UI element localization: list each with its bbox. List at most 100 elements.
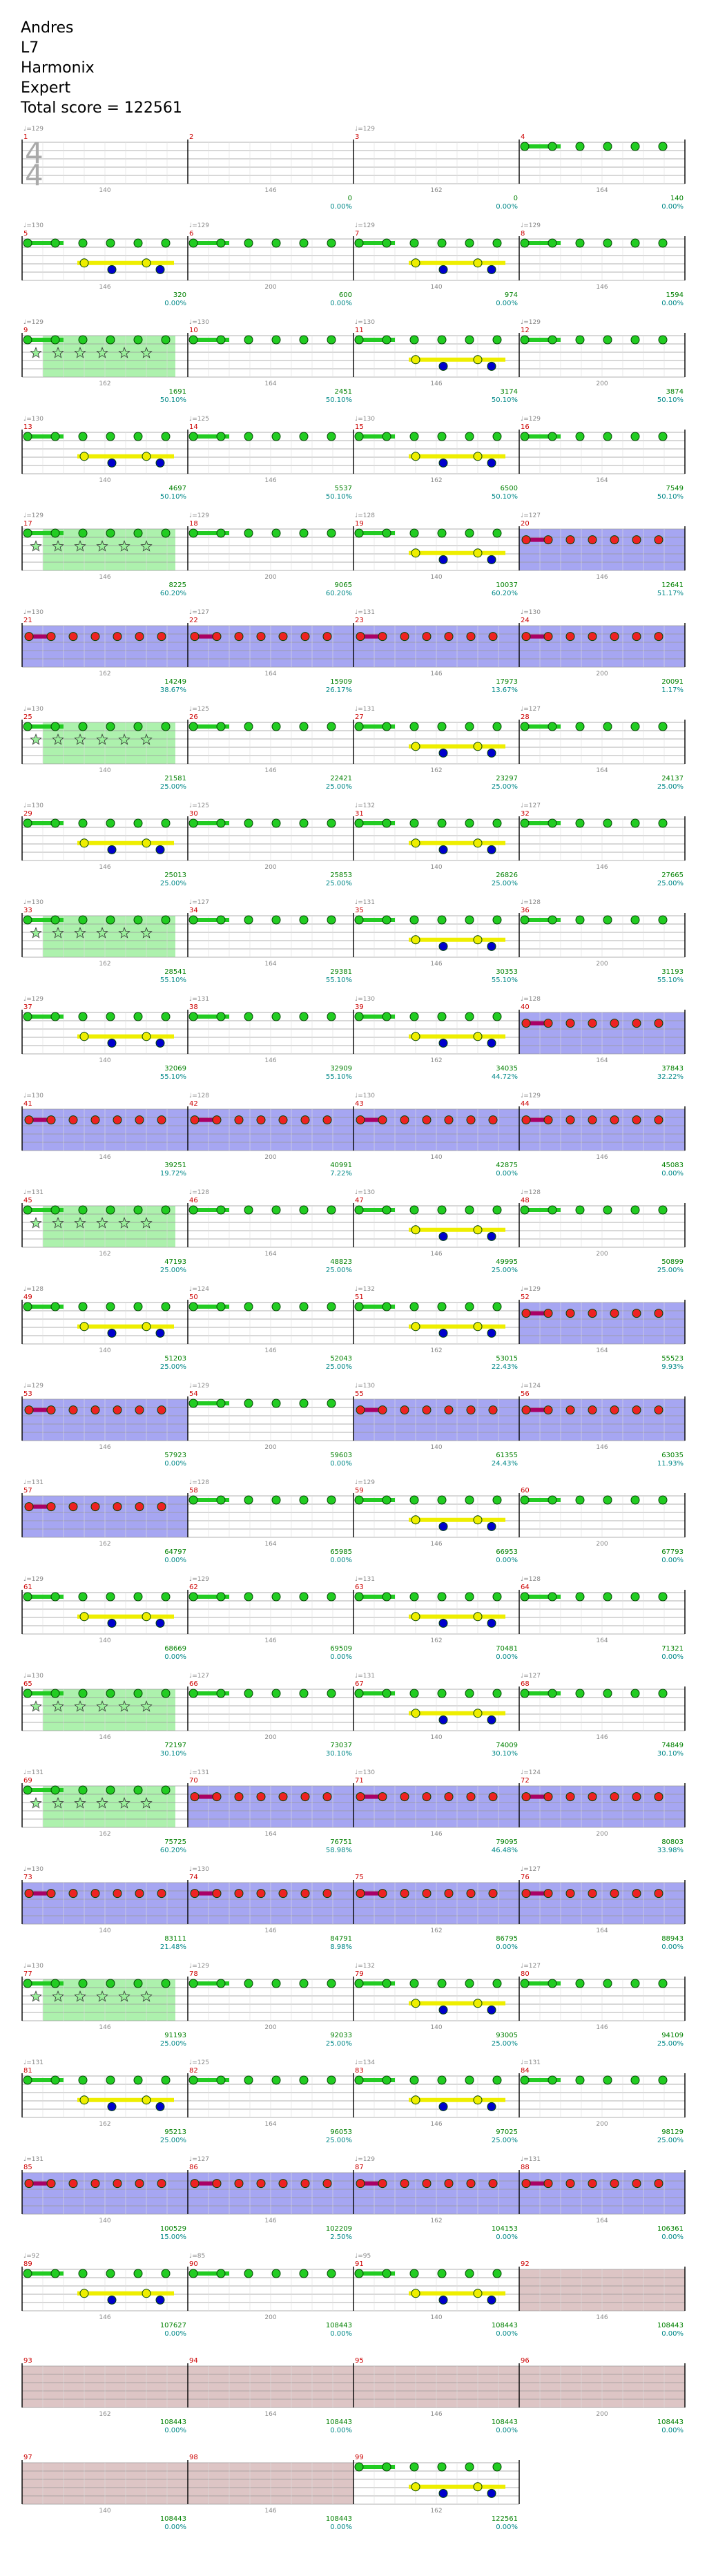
green-note xyxy=(133,335,143,345)
red-note xyxy=(157,1115,166,1125)
green-note xyxy=(658,1205,668,1215)
measure-score: 9065 xyxy=(335,581,352,589)
overdrive-star xyxy=(30,540,42,552)
measure-score: 65985 xyxy=(330,1548,352,1556)
red-note xyxy=(588,1405,597,1415)
green-note xyxy=(23,432,32,441)
green-note xyxy=(133,2075,143,2085)
subdivision-label: 164 xyxy=(596,1637,608,1644)
red-note xyxy=(543,1405,553,1415)
green-note xyxy=(106,238,115,248)
subdivision-label: 200 xyxy=(264,2024,276,2031)
tempo-marker: ♩=129 xyxy=(355,1479,375,1486)
green-note xyxy=(409,1012,419,1021)
overdrive-percent: 0.00% xyxy=(496,1943,518,1951)
measure-score: 91193 xyxy=(164,2032,186,2039)
red-note xyxy=(565,535,575,545)
tempo-marker: ♩=127 xyxy=(521,1673,541,1680)
measure-score: 600 xyxy=(339,291,352,299)
subdivision-label: 200 xyxy=(596,671,608,677)
yellow-note xyxy=(411,548,420,558)
subdivision-label: 146 xyxy=(264,767,276,774)
measure-score: 106361 xyxy=(657,2225,684,2233)
green-note xyxy=(548,335,557,345)
green-note xyxy=(409,1302,419,1311)
measure-number: 94 xyxy=(189,2357,198,2365)
tempo-marker: ♩=131 xyxy=(23,2059,43,2066)
measure-number: 7 xyxy=(355,230,359,238)
measure-score: 93005 xyxy=(496,2032,518,2039)
measure-score: 122561 xyxy=(492,2515,518,2523)
measure-score: 94109 xyxy=(661,2032,684,2039)
green-note xyxy=(658,722,668,731)
green-note xyxy=(354,915,364,925)
red-note xyxy=(444,632,454,642)
green-note xyxy=(299,1302,309,1311)
green-note xyxy=(354,1495,364,1505)
blue-note xyxy=(155,2295,165,2305)
player-name: Andres xyxy=(21,19,74,37)
subdivision-label: 162 xyxy=(430,1928,442,1934)
overdrive-star xyxy=(118,1990,130,2002)
tempo-marker: ♩=127 xyxy=(521,512,541,519)
red-note xyxy=(190,1115,200,1125)
green-note xyxy=(106,335,115,345)
measure-score: 52043 xyxy=(330,1355,352,1363)
red-note xyxy=(521,1405,531,1415)
measure-score: 50899 xyxy=(661,1258,684,1266)
green-note xyxy=(630,2075,640,2085)
measure-number: 23 xyxy=(355,617,364,624)
green-note xyxy=(575,335,585,345)
green-note xyxy=(161,915,171,925)
green-note xyxy=(299,432,309,441)
measure-score: 83111 xyxy=(164,1935,186,1943)
red-note xyxy=(356,1405,365,1415)
green-note xyxy=(23,2075,32,2085)
overdrive-star xyxy=(30,1990,42,2002)
red-note xyxy=(113,2179,122,2189)
subdivision-label: 146 xyxy=(99,1734,110,1741)
green-note xyxy=(382,335,391,345)
measure-number: 76 xyxy=(521,1874,530,1881)
red-note xyxy=(234,2179,244,2189)
red-note xyxy=(521,1792,531,1802)
green-note xyxy=(465,1979,474,1988)
green-note xyxy=(520,2075,530,2085)
green-note xyxy=(603,818,612,828)
green-note xyxy=(50,2075,60,2085)
yellow-note xyxy=(473,1225,483,1235)
blue-note xyxy=(487,1618,496,1628)
overdrive-percent: 55.10% xyxy=(326,977,352,984)
measure-number: 88 xyxy=(521,2164,530,2171)
red-note xyxy=(234,1889,244,1899)
measure-score: 1594 xyxy=(666,291,684,299)
measure-number: 66 xyxy=(189,1680,198,1688)
measure-score: 26826 xyxy=(496,872,518,879)
measure-number: 55 xyxy=(355,1390,364,1398)
subdivision-label: 146 xyxy=(99,2024,110,2031)
green-note xyxy=(520,1495,530,1505)
measure-score: 22421 xyxy=(330,775,352,782)
measure-number: 48 xyxy=(521,1197,530,1204)
green-note xyxy=(382,1205,391,1215)
green-note xyxy=(437,1979,447,1988)
overdrive-percent: 25.00% xyxy=(657,783,684,791)
green-note xyxy=(575,818,585,828)
green-note xyxy=(216,1495,226,1505)
subdivision-label: 146 xyxy=(264,2218,276,2224)
red-note xyxy=(632,1309,641,1318)
red-note xyxy=(190,1792,200,1802)
measure-score: 5537 xyxy=(335,485,352,492)
green-note xyxy=(437,722,447,731)
green-note xyxy=(658,1979,668,1988)
measure-score: 97025 xyxy=(496,2128,518,2136)
subdivision-label: 162 xyxy=(99,1251,110,1258)
green-note xyxy=(492,915,502,925)
measure-number: 47 xyxy=(355,1197,364,1204)
tempo-marker: ♩=130 xyxy=(23,222,43,229)
green-note xyxy=(50,1302,60,1311)
tempo-marker: ♩=128 xyxy=(355,512,375,519)
subdivision-label: 200 xyxy=(596,1831,608,1838)
red-note xyxy=(190,632,200,642)
green-note xyxy=(354,2075,364,2085)
